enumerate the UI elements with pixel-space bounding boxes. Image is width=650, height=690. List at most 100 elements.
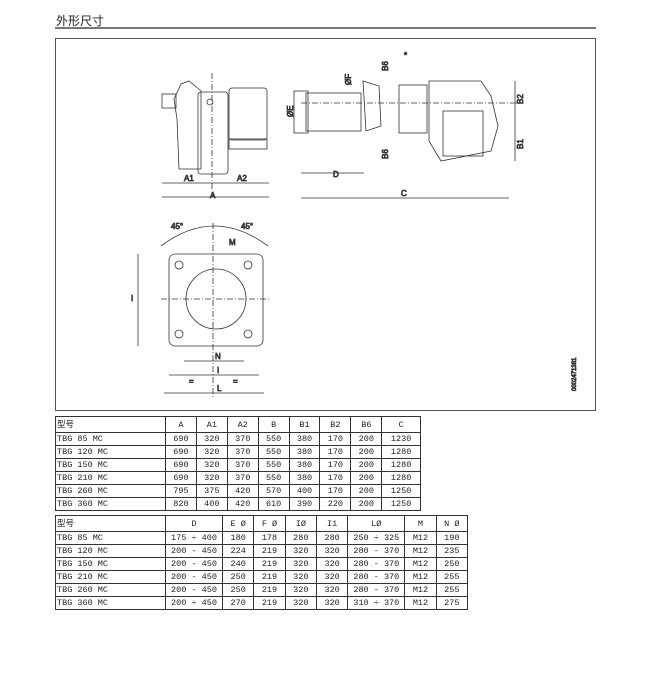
note-star: * xyxy=(404,51,407,60)
value-cell: 320 xyxy=(195,458,228,472)
value-cell: 1230 xyxy=(381,432,421,446)
value-cell: 180 xyxy=(221,531,255,545)
dim-I: I xyxy=(217,366,219,375)
value-cell: 170 xyxy=(319,432,352,446)
dim-D: D xyxy=(333,170,339,179)
dim-A: A xyxy=(210,191,216,200)
model-cell: TBG 85 MC xyxy=(55,531,166,545)
dim-B1: B1 xyxy=(516,139,525,149)
dimension-drawing: A1 A2 A D C ØE ØF B6 B6 B2 B1 * 45° 45° … xyxy=(131,51,578,397)
value-cell: 380 xyxy=(288,432,321,446)
value-cell: M12 xyxy=(404,596,437,610)
value-cell: 200 xyxy=(350,471,383,485)
value-cell: 795 xyxy=(165,484,197,498)
header-cell: C xyxy=(381,416,421,433)
model-cell: TBG 150 MC xyxy=(55,557,166,571)
model-cell: TBG 260 MC xyxy=(55,583,166,597)
value-cell: 200 xyxy=(350,432,383,446)
value-cell: 690 xyxy=(165,445,197,459)
value-cell: 690 xyxy=(165,432,197,446)
dim-E: ØE xyxy=(286,105,295,117)
dim-L: L xyxy=(217,384,222,393)
dim-I-vertical: I xyxy=(131,294,133,303)
model-cell: TBG 120 MC xyxy=(55,445,166,459)
value-cell: 320 xyxy=(195,471,228,485)
model-cell: TBG 210 MC xyxy=(55,471,166,485)
header-cell: IØ xyxy=(284,515,317,532)
value-cell: 1250 xyxy=(381,484,421,498)
value-cell: 219 xyxy=(253,557,286,571)
value-cell: 219 xyxy=(253,596,286,610)
value-cell: 420 xyxy=(226,497,259,511)
value-cell: 310 ÷ 370 xyxy=(347,596,406,610)
value-cell: 550 xyxy=(257,458,290,472)
value-cell: 320 xyxy=(315,583,349,597)
value-cell: 250 ÷ 325 xyxy=(347,531,406,545)
dim-A1: A1 xyxy=(184,174,194,183)
value-cell: 255 xyxy=(435,583,469,597)
value-cell: 240 xyxy=(221,557,255,571)
value-cell: 250 xyxy=(221,570,255,584)
angle-left: 45° xyxy=(171,222,183,231)
value-cell: 550 xyxy=(257,471,290,485)
flange-view xyxy=(137,223,269,397)
value-cell: 200 - 450 xyxy=(165,544,223,558)
value-cell: 280 xyxy=(284,531,317,545)
header-cell: B6 xyxy=(350,416,383,433)
dim-B6-top: B6 xyxy=(381,61,390,71)
value-cell: 320 xyxy=(315,596,349,610)
value-cell: 190 xyxy=(435,531,469,545)
header-cell: F Ø xyxy=(253,515,286,532)
value-cell: 280 xyxy=(315,531,349,545)
value-cell: 370 xyxy=(226,471,259,485)
model-cell: TBG 360 MC xyxy=(55,497,166,511)
value-cell: M12 xyxy=(404,531,437,545)
title-rule xyxy=(55,27,596,29)
header-cell: B2 xyxy=(319,416,352,433)
header-cell: LØ xyxy=(347,515,406,532)
dim-C: C xyxy=(401,189,407,198)
value-cell: 550 xyxy=(257,432,290,446)
dim-N: N xyxy=(215,352,221,361)
drawing-frame: A1 A2 A D C ØE ØF B6 B6 B2 B1 * 45° 45° … xyxy=(55,38,596,411)
model-cell: TBG 360 MC xyxy=(55,596,166,610)
header-cell: B xyxy=(257,416,290,433)
value-cell: 200 xyxy=(350,497,383,511)
value-cell: 370 xyxy=(226,458,259,472)
model-cell: TBG 260 MC xyxy=(55,484,166,498)
burner-front-view xyxy=(293,80,521,199)
value-cell: 280 - 370 xyxy=(347,570,406,584)
value-cell: 220 xyxy=(319,497,352,511)
value-cell: 320 xyxy=(315,544,349,558)
model-cell: TBG 120 MC xyxy=(55,544,166,558)
header-model: 型号 xyxy=(55,515,166,532)
value-cell: 420 xyxy=(226,484,259,498)
value-cell: 820 xyxy=(165,497,197,511)
value-cell: 224 xyxy=(221,544,255,558)
value-cell: 200 - 450 xyxy=(165,557,223,571)
header-cell: B1 xyxy=(288,416,321,433)
value-cell: 1280 xyxy=(381,458,421,472)
value-cell: 370 xyxy=(226,445,259,459)
model-cell: TBG 85 MC xyxy=(55,432,166,446)
value-cell: 1280 xyxy=(381,471,421,485)
value-cell: 170 xyxy=(319,471,352,485)
equal-mark-left: = xyxy=(189,377,194,386)
header-cell: A2 xyxy=(226,416,259,433)
section-title: 外形尺寸 xyxy=(56,14,105,28)
value-cell: 320 xyxy=(284,557,317,571)
value-cell: 690 xyxy=(165,471,197,485)
value-cell: 320 xyxy=(284,583,317,597)
value-cell: 170 xyxy=(319,445,352,459)
header-cell: A1 xyxy=(195,416,228,433)
value-cell: 235 xyxy=(435,544,469,558)
value-cell: 280 - 370 xyxy=(347,583,406,597)
value-cell: 219 xyxy=(253,570,286,584)
